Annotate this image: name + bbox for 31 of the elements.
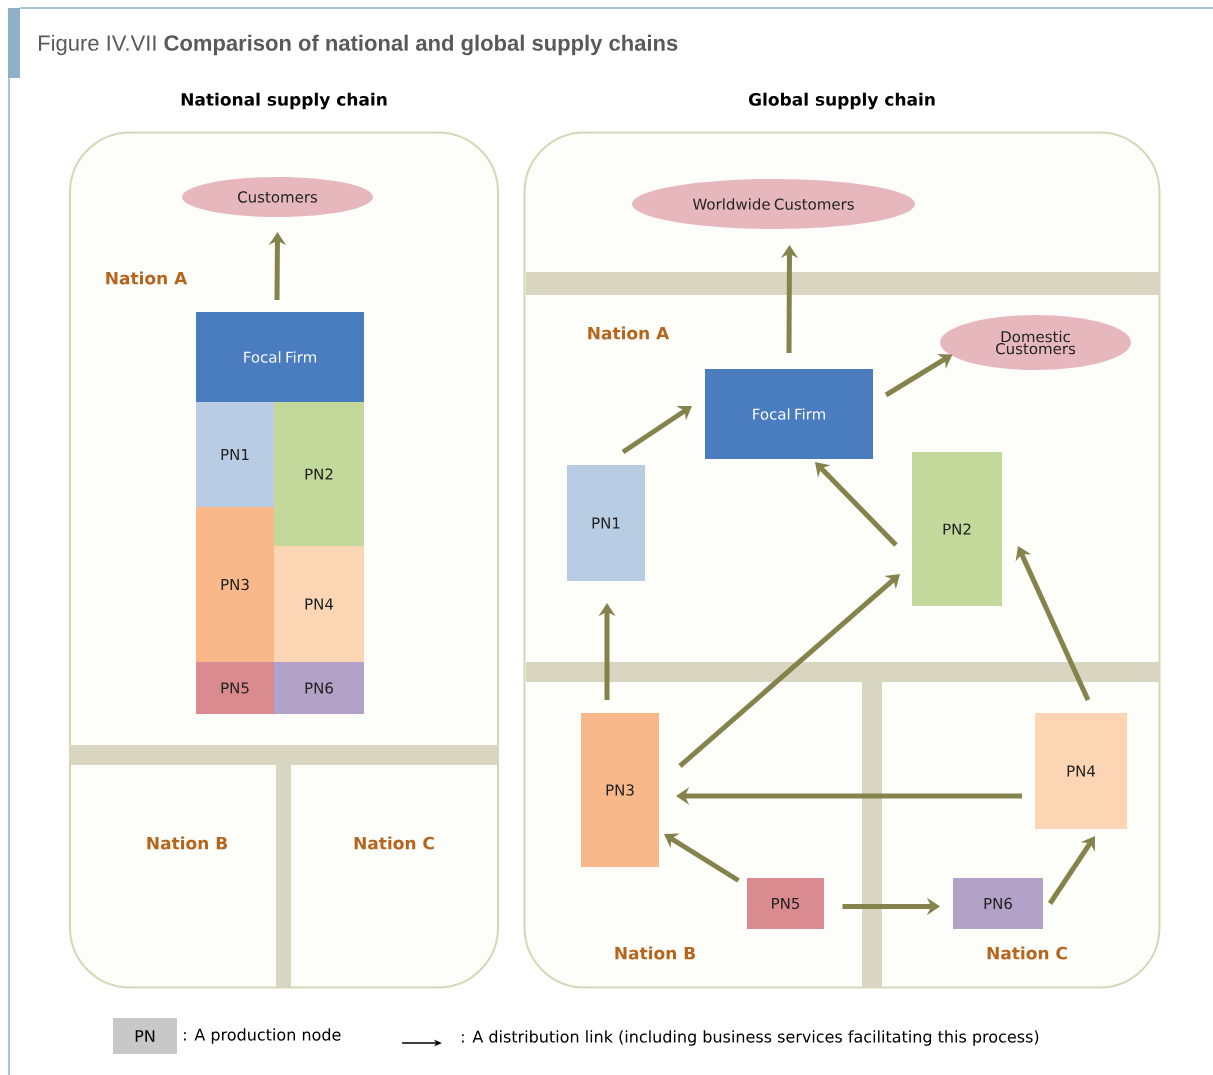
region-label: Nation B <box>147 836 227 850</box>
region-label: Nation A <box>588 326 670 340</box>
process-box: PN4 <box>274 546 364 662</box>
process-box: PN4 <box>1035 713 1127 829</box>
process-box: PN2 <box>274 402 364 546</box>
process-box: PN1 <box>567 465 645 581</box>
legend-text: : A distribution link (including business services facilitating this process) <box>462 1030 1039 1046</box>
process-box: Focal Firm <box>705 369 873 459</box>
process-box: PN3 <box>581 713 659 867</box>
region-label: Nation B <box>615 946 695 960</box>
arrow <box>621 406 692 455</box>
region-label: Nation C <box>987 946 1067 960</box>
process-box: PN5 <box>747 878 824 929</box>
figure-title: Figure IV.VII Comparison of national and global supply chains <box>39 34 678 56</box>
arrow <box>815 462 898 547</box>
arrow <box>678 574 900 768</box>
swatch-label: PN <box>135 1030 155 1042</box>
node-label: National supply chain <box>181 92 387 110</box>
process-box: PN5 <box>196 662 274 714</box>
process-box: PN2 <box>912 452 1002 606</box>
process-box: PN1 <box>196 402 274 507</box>
legend-text: : A production node <box>184 1028 341 1044</box>
region-label: Nation A <box>106 271 188 285</box>
process-box: PN3 <box>196 507 274 662</box>
arrow <box>1047 836 1095 905</box>
process-box: PN6 <box>274 662 364 714</box>
region-label: Nation C <box>354 836 434 850</box>
process-box: Focal Firm <box>196 312 364 402</box>
arrow <box>664 833 740 883</box>
node-label: Global supply chain <box>748 92 935 110</box>
process-box: PN6 <box>953 878 1043 929</box>
